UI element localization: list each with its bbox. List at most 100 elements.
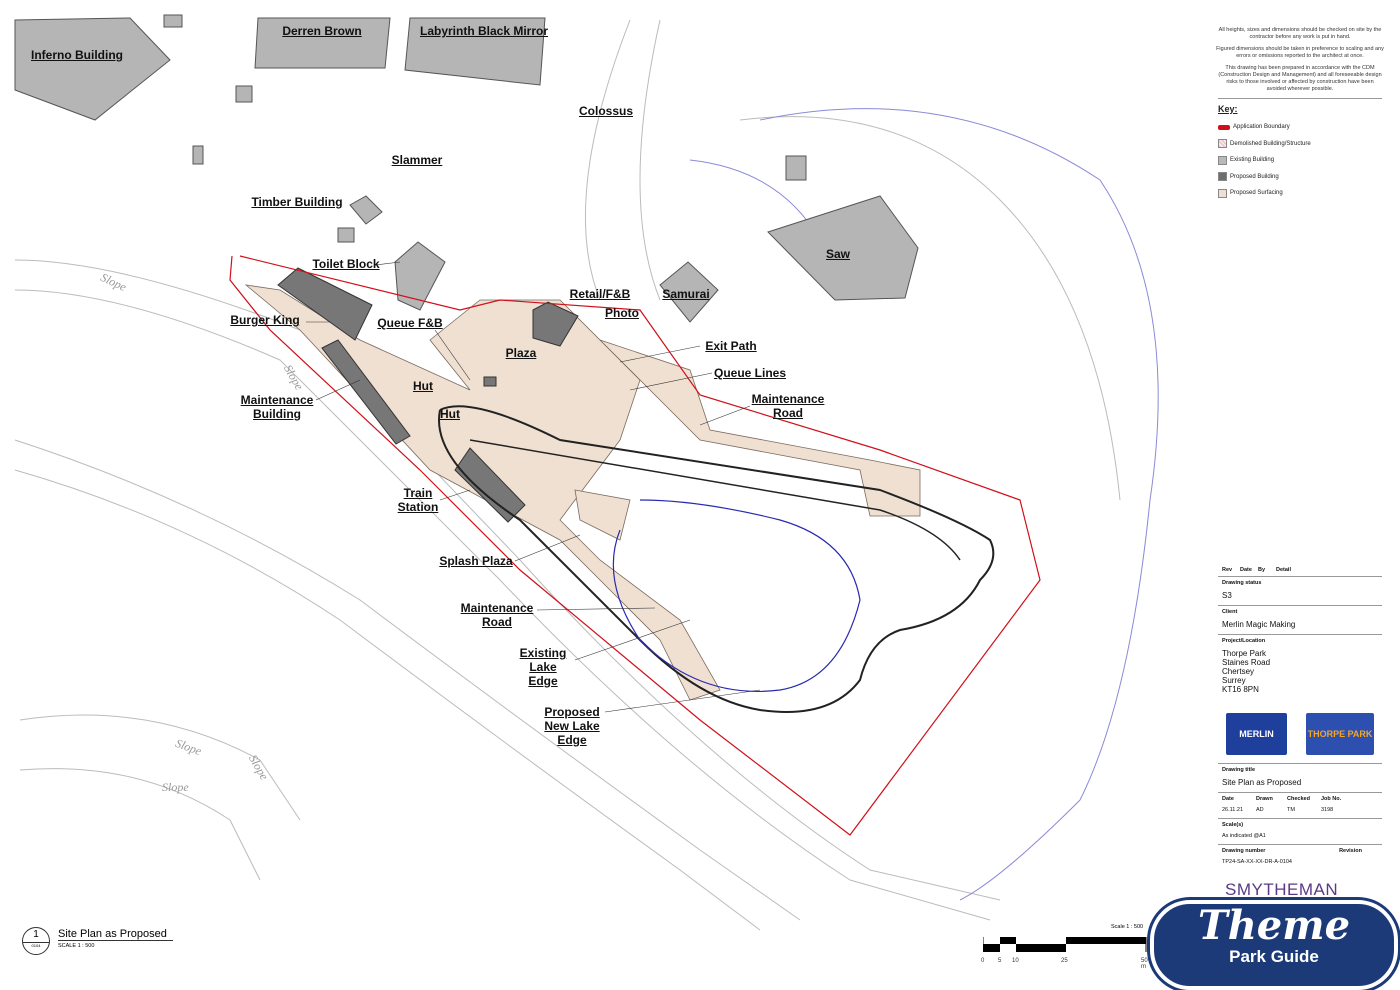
road-lines	[14, 19, 1121, 931]
label-samurai: Samurai	[662, 287, 710, 301]
existing-buildings	[14, 14, 919, 323]
caption-title: Site Plan as Proposed	[58, 928, 173, 941]
legend-label: Proposed Building	[1230, 173, 1279, 180]
detail-header: Detail	[1276, 567, 1291, 573]
toilet-block	[394, 241, 446, 311]
address-line: Chertsey	[1222, 667, 1255, 676]
legend-item: Proposed Surfacing	[1218, 185, 1311, 202]
label-splash-plaza: Splash Plaza	[439, 554, 513, 568]
legend-label: Demolished Building/Structure	[1230, 140, 1311, 147]
drawing-title: Site Plan as Proposed	[1222, 778, 1302, 787]
thorpe-park-logo: THORPE PARK	[1306, 713, 1374, 755]
job-no-header: Job No.	[1321, 796, 1342, 802]
splash-plaza-surface	[574, 489, 631, 541]
date-value: 26.11.21	[1222, 807, 1244, 813]
rev-header: Rev	[1222, 567, 1233, 573]
revision-label: Revision	[1339, 848, 1362, 854]
client-label: Client	[1218, 605, 1382, 617]
maintenance-road-surface	[599, 339, 921, 517]
address-line: Thorpe Park	[1222, 649, 1267, 658]
legend: Key: Application Boundary Demolished Bui…	[1218, 104, 1311, 202]
address-line: Surrey	[1222, 676, 1246, 685]
client-logos: MERLIN THORPE PARK	[1218, 699, 1382, 763]
drawing-title-label: Drawing title	[1218, 763, 1382, 775]
small-building	[235, 85, 253, 103]
legend-item: Application Boundary	[1218, 119, 1311, 136]
job-no-value: 3198	[1321, 807, 1334, 813]
samurai-building	[659, 261, 719, 323]
watermark-line2: Park Guide	[1229, 947, 1319, 966]
legend-item: Existing Building	[1218, 152, 1311, 169]
scale-bar-title: Scale 1 : 500	[1111, 924, 1144, 930]
boundary-swatch	[1218, 124, 1230, 130]
inferno-building	[14, 17, 171, 121]
scale-tick: 5	[998, 958, 1002, 964]
label-photo: Photo	[605, 306, 639, 320]
timber-building	[349, 195, 383, 225]
proposed-building-swatch	[1218, 172, 1227, 182]
small-building	[337, 227, 355, 243]
label-maintenance-building: Maintenance Building	[240, 393, 314, 421]
label-inferno-building: Inferno Building	[31, 48, 123, 62]
label-slammer: Slammer	[391, 153, 443, 167]
derren-brown-building	[254, 17, 391, 69]
drawing-number-label: Drawing number	[1222, 848, 1266, 854]
drawing-number: TP24-SA-XX-XX-DR-A-0104	[1222, 859, 1292, 865]
date-header: Date	[1222, 796, 1234, 802]
label-existing-lake-edge: Existing Lake Edge	[519, 646, 567, 688]
water-edge-lines	[689, 108, 1159, 901]
meta-values: 26.11.21 AD TM 3198	[1218, 804, 1382, 818]
drawn-header: Drawn	[1256, 796, 1273, 802]
project-label: Project/Location	[1218, 634, 1382, 646]
date-header: Date	[1240, 567, 1252, 573]
label-proposed-new-lake-edge: Proposed New Lake Edge	[544, 705, 600, 747]
label-slope: Slope	[162, 780, 189, 794]
label-queue-fb: Queue F&B	[377, 316, 443, 330]
small-building	[785, 155, 807, 181]
scale-value: As indicated @A1	[1222, 833, 1266, 839]
legend-label: Application Boundary	[1233, 124, 1290, 131]
label-train-station: Train Station	[397, 486, 439, 514]
general-notes: All heights, sizes and dimensions should…	[1216, 27, 1384, 98]
checked-value: TM	[1287, 807, 1295, 813]
note: Figured dimensions should be taken in pr…	[1216, 46, 1384, 59]
meta-header: Date Drawn Checked Job No.	[1218, 792, 1382, 804]
label-burger-king: Burger King	[230, 313, 300, 327]
address-line: Staines Road	[1222, 658, 1271, 667]
scale-tick: 10	[1012, 958, 1019, 964]
small-building	[192, 145, 204, 165]
demolished-swatch	[1218, 139, 1227, 149]
project-location: Thorpe Park Staines Road Chertsey Surrey…	[1218, 646, 1382, 699]
revision-header: Rev Date By Detail	[1218, 567, 1382, 576]
existing-swatch	[1218, 155, 1227, 165]
sheet-ref: 0104	[23, 942, 49, 949]
caption-scale: SCALE 1 : 500	[58, 943, 95, 949]
note: All heights, sizes and dimensions should…	[1218, 27, 1382, 40]
architect-logo: SMYTHEMAN	[1225, 880, 1339, 899]
proposed-buildings	[277, 267, 579, 523]
surfacing-swatch	[1218, 188, 1227, 198]
label-plaza: Plaza	[505, 346, 537, 360]
saw-building	[767, 195, 919, 301]
legend-item: Proposed Building	[1218, 169, 1311, 186]
label-retail-fb: Retail/F&B	[569, 287, 631, 301]
address-line: KT16 8PN	[1222, 685, 1259, 694]
scale-tick: 50 m	[1141, 958, 1148, 970]
drawing-status-label: Drawing status	[1218, 576, 1382, 588]
new-lake-edge	[612, 499, 861, 693]
label-timber-building: Timber Building	[251, 195, 343, 209]
small-building	[163, 14, 183, 28]
label-exit-path: Exit Path	[705, 339, 757, 353]
scale-bar-graphic	[983, 937, 1147, 952]
scale-label: Scale(s)	[1218, 818, 1382, 830]
label-saw: Saw	[825, 247, 851, 261]
scale-tick: 0	[981, 958, 985, 964]
client: Merlin Magic Making	[1222, 620, 1296, 629]
label-hut-1: Hut	[413, 379, 433, 393]
title-block: Rev Date By Detail Drawing status S3 Cli…	[1218, 567, 1382, 870]
label-derren-brown: Derren Brown	[282, 24, 362, 38]
watermark-line1: Theme	[1197, 902, 1351, 949]
scale-tick: 25	[1061, 958, 1068, 964]
